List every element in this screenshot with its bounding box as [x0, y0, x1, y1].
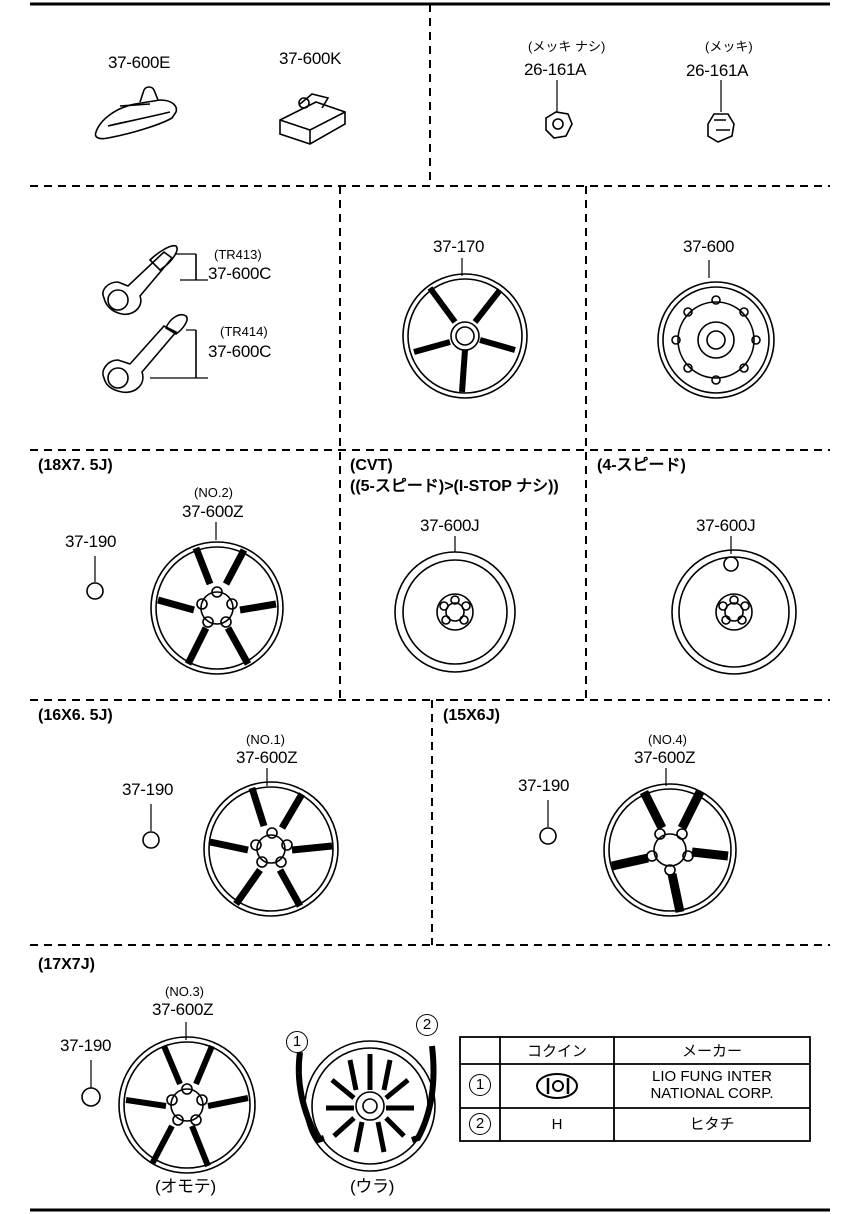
- callout-1: 1: [286, 1031, 308, 1053]
- part-number-37-600Z-d[interactable]: 37-600Z: [152, 1000, 214, 1019]
- valve-tr414-icon: [102, 313, 208, 394]
- size-label-16x6-5j: (16X6. 5J): [38, 707, 113, 724]
- note-tr414: (TR414): [220, 324, 268, 339]
- alloy-wheel-17-front-icon: [118, 1022, 256, 1174]
- center-cap-icon: [86, 582, 104, 600]
- part-number-26-161A-a[interactable]: 26-161A: [524, 60, 587, 79]
- note-plating: (メッキ): [705, 39, 753, 54]
- center-cap-icon: [142, 831, 160, 849]
- center-cap-icon: [81, 1087, 101, 1107]
- table-row-2-num: 2: [469, 1113, 491, 1135]
- size-label-17x7j: (17X7J): [38, 956, 95, 973]
- part-number-37-600C-a[interactable]: 37-600C: [208, 264, 272, 283]
- part-number-37-600K[interactable]: 37-600K: [279, 49, 342, 68]
- table-row-2-maker: ヒタチ: [689, 1116, 735, 1133]
- part-number-37-170[interactable]: 37-170: [433, 237, 485, 256]
- wheel-no-3: (NO.3): [165, 984, 204, 999]
- alloy-wheel-15-icon: [603, 768, 737, 917]
- label-back-side: (ウラ): [350, 1177, 395, 1196]
- part-number-26-161A-b[interactable]: 26-161A: [686, 61, 749, 80]
- part-number-37-600J-a[interactable]: 37-600J: [420, 516, 480, 535]
- center-cap-icon: [539, 827, 557, 845]
- size-label-18x7-5j: (18X7. 5J): [38, 457, 113, 474]
- steel-wheel-icon: [657, 260, 775, 399]
- callout-2: 2: [416, 1014, 438, 1036]
- spare-wheel-4at-icon: [671, 536, 797, 675]
- part-number-37-600C-b[interactable]: 37-600C: [208, 342, 272, 361]
- marking-table-grid: [459, 1036, 811, 1142]
- note-tr413: (TR413): [214, 247, 262, 262]
- part-number-37-190-c[interactable]: 37-190: [518, 776, 570, 795]
- wheel-no-1: (NO.1): [246, 732, 285, 747]
- condition-cvt: (CVT): [350, 457, 393, 474]
- spare-wheel-cvt-icon: [394, 536, 516, 673]
- alloy-wheel-16-icon: [203, 768, 339, 917]
- part-number-37-600E[interactable]: 37-600E: [108, 53, 171, 72]
- maker-line-1: LIO FUNG INTER: [651, 1068, 772, 1085]
- part-number-37-190-d[interactable]: 37-190: [60, 1036, 112, 1055]
- table-row-1-num: 1: [469, 1074, 491, 1096]
- part-number-37-600Z-b[interactable]: 37-600Z: [236, 748, 298, 767]
- part-number-37-190-b[interactable]: 37-190: [122, 780, 174, 799]
- condition-5mt: ((5-スピード)>(I-STOP ナシ)): [350, 478, 559, 495]
- wheel-cover-icon: [402, 258, 528, 399]
- table-header-mark: コクイン: [526, 1043, 587, 1060]
- valve-cap-37-600K-icon: [279, 93, 346, 145]
- wheel-no-4: (NO.4): [648, 732, 687, 747]
- lug-nut-plated-icon: [707, 80, 735, 143]
- wheel-no-2: (NO.2): [194, 485, 233, 500]
- part-number-37-600[interactable]: 37-600: [683, 237, 735, 256]
- valve-cap-37-600E-icon: [94, 86, 178, 140]
- valve-tr413-icon: [102, 244, 208, 316]
- alloy-wheel-18-icon: [150, 522, 284, 675]
- table-header-maker: メーカー: [681, 1043, 742, 1060]
- condition-4at: (4-スピード): [597, 457, 686, 474]
- label-front-side: (オモテ): [155, 1177, 216, 1196]
- maker-line-2: NATIONAL CORP.: [650, 1085, 774, 1102]
- part-number-37-190-a[interactable]: 37-190: [65, 532, 117, 551]
- part-number-37-600J-b[interactable]: 37-600J: [696, 516, 756, 535]
- note-no-plating: (メッキ ナシ): [528, 39, 606, 54]
- part-number-37-600Z-a[interactable]: 37-600Z: [182, 502, 244, 521]
- part-number-37-600Z-c[interactable]: 37-600Z: [634, 748, 696, 767]
- alloy-wheel-17-back-icon: [295, 1040, 437, 1172]
- table-row-2-mark: H: [551, 1116, 563, 1133]
- table-row-1-maker: LIO FUNG INTER NATIONAL CORP.: [614, 1068, 810, 1102]
- lug-nut-icon: [545, 80, 573, 139]
- stamp-mark-icon: [536, 1073, 578, 1099]
- size-label-15x6j: (15X6J): [443, 707, 500, 724]
